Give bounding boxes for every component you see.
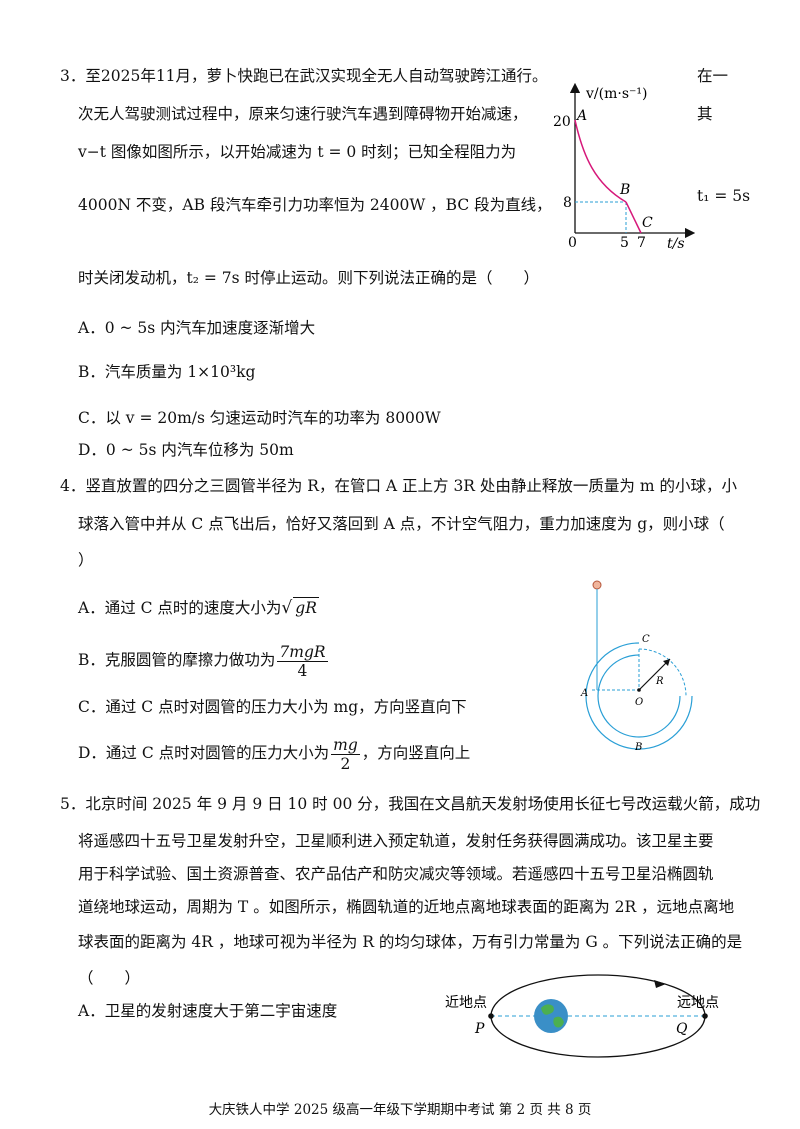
curve-ab [574,119,627,203]
q4-option-c: C．通过 C 点时对圆管的压力大小为 mg，方向竖直向下 [78,698,467,716]
point-a-label: A [575,108,587,124]
q4-line-1: 4．竖直放置的四分之三圆管半径为 R，在管口 A 正上方 3R 处由静止释放一质… [60,477,737,495]
q5-line-1: 5．北京时间 2025 年 9 月 9 日 10 时 00 分，我国在文昌航天发… [60,795,761,813]
q3-vt-graph: v/(m·s⁻¹) t/s 20 8 0 5 7 A B C [553,82,696,252]
q5-line-2: 将遥感四十五号卫星发射升空，卫星顺利进入预定轨道，发射任务获得圆满成功。该卫星主… [78,832,714,850]
apogee-label: 远地点 [677,995,719,1011]
q3-line-4-right: t₁ = 5s [697,187,751,205]
q3-line-5: 时关闭发动机，t₂ = 7s 时停止运动。则下列说法正确的是（ ） [78,269,540,287]
q5-line-3: 用于科学试验、国土资源普查、农产品估产和防灾减灾等领域。若遥感四十五号卫星沿椭圆… [78,865,714,883]
q3-line-2: 次无人驾驶测试过程中，原来匀速行驶汽车遇到障碍物开始减速， [78,105,528,123]
q3-line-2-right: 其 [697,105,713,123]
point-q [702,1013,708,1019]
tube-centerline-dashed [638,648,687,697]
point-b-label: B [634,742,642,753]
point-a-label: A [580,688,588,699]
point-p [488,1013,494,1019]
q3-line-1: 3．至2025年11月，萝卜快跑已在武汉实现全无人自动驾驶跨江通行。 [60,67,548,85]
q3-option-b: B．汽车质量为 1×10³kg [78,363,256,381]
q3-option-d: D．0 ~ 5s 内汽车位移为 50m [78,441,294,459]
q3-line-3: v−t 图像如图所示，以开始减速为 t = 0 时刻；已知全程阻力为 [78,143,517,161]
q4-line-3: ） [78,551,94,569]
tube-outer-wall [585,642,693,750]
line-bc [625,201,642,234]
q3-number: 3． [60,67,86,85]
q5-option-a: A．卫星的发射速度大于第二宇宙速度 [78,1002,338,1020]
q3-line-1-right: 在一 [697,67,729,85]
center-point [637,688,641,692]
q3-option-c: C．以 v = 20m/s 匀速运动时汽车的功率为 8000W [78,409,441,427]
q4-number: 4． [60,477,86,495]
q4-option-a: A．通过 C 点时的速度大小为√gR [78,597,319,618]
page-footer: 大庆铁人中学 2025 级高一年级下学期期中考试 第 2 页 共 8 页 [208,1102,592,1118]
tick-20: 20 [553,114,571,130]
orbit-direction-arrow [654,980,666,988]
earth-icon [534,999,568,1033]
q3-line-4: 4000N 不变，AB 段汽车牵引力功率恒为 2400W ，BC 段为直线， [78,196,552,214]
tick-7: 7 [637,235,646,251]
ball-icon [592,580,602,590]
tick-0: 0 [568,235,577,251]
sqrt-gr: gR [293,597,319,617]
tick-5: 5 [620,235,629,251]
q4-line-2: 球落入管中并从 C 点飞出后，恰好又落回到 A 点，不计空气阻力，重力加速度为 … [78,515,725,533]
y-axis-label: v/(m·s⁻¹) [585,86,647,102]
q5-line-6: （ ） [78,969,141,987]
tube-inner-wall [597,654,681,738]
p-label: P [474,1021,485,1037]
q5-number: 5． [60,795,86,813]
point-c-label: C [642,634,650,645]
x-axis-label: t/s [667,236,685,252]
radius-arrowhead [663,659,670,666]
q5-orbit-figure: 近地点 远地点 P Q [445,974,719,1058]
q-label: Q [676,1021,688,1037]
radius-label: R [655,676,664,687]
q5-line-4: 道绕地球运动，周期为 T 。如图所示，椭圆轨道的近地点离地球表面的距离为 2R … [78,898,735,916]
q4-tube-figure: C R A O B [580,580,693,753]
tick-8: 8 [563,195,572,211]
center-o-label: O [635,697,643,708]
q3-option-a: A．0 ~ 5s 内汽车加速度逐渐增大 [78,319,316,337]
point-b-label: B [619,182,630,198]
point-c-label: C [642,215,653,231]
radius-arrow [638,658,671,691]
perigee-label: 近地点 [445,995,487,1011]
q5-line-5: 球表面的距离为 4R ，地球可视为半径为 R 的均匀球体，万有引力常量为 G 。… [78,933,743,951]
